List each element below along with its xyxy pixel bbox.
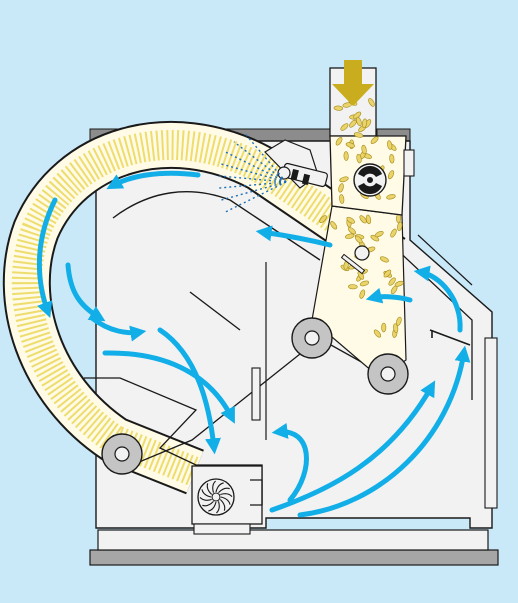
fan-hub: [212, 493, 220, 501]
grain-kernel: [381, 323, 385, 332]
base-frame: [98, 530, 488, 550]
grain-kernel: [334, 106, 343, 111]
adjust-flap: [252, 368, 260, 420]
drive-roller-left: [102, 434, 142, 474]
grain-kernel: [348, 284, 357, 289]
drive-roller-right: [368, 354, 408, 394]
drive-roller-mid: [292, 318, 332, 358]
side-panel: [485, 338, 497, 508]
feed-rotor: [354, 164, 386, 196]
base-plate: [90, 550, 498, 565]
grain-kernel: [344, 151, 349, 160]
fan-impeller: [198, 479, 234, 515]
tension-roller: [355, 246, 369, 260]
